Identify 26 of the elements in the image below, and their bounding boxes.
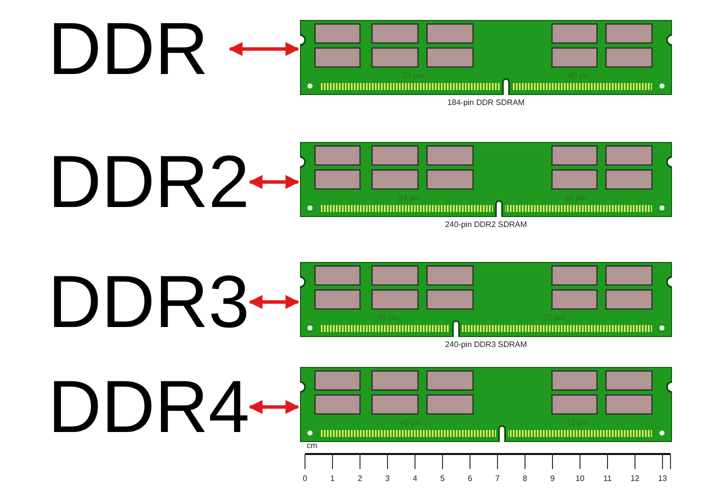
double-arrow xyxy=(248,400,300,414)
ruler-number: 3 xyxy=(385,474,390,483)
ruler-number: 6 xyxy=(468,474,472,483)
ruler-number: 5 xyxy=(440,474,445,483)
ruler-number: 4 xyxy=(412,474,418,483)
ruler-number: 10 xyxy=(576,474,584,483)
memory-type-label: DDR3 xyxy=(48,265,248,339)
ruler-number: 11 xyxy=(603,474,612,483)
ruler-number: 2 xyxy=(358,474,362,483)
module-caption: 240-pin DDR2 SDRAM xyxy=(445,220,527,229)
memory-type-label: DDR4 xyxy=(48,370,248,444)
memory-type-label: DDR xyxy=(48,12,228,86)
ruler-number: 0 xyxy=(302,474,308,483)
ruler-number: 7 xyxy=(495,474,500,483)
unit-label: cm xyxy=(306,441,318,450)
module-caption: 184-pin DDR SDRAM xyxy=(447,98,525,107)
ruler-number: 8 xyxy=(522,474,528,483)
module-caption: 240-pin DDR3 SDRAM xyxy=(445,340,527,349)
ruler-number: 13 xyxy=(658,474,667,483)
memory-type-label: DDR2 xyxy=(48,145,248,219)
ruler-number: 1 xyxy=(330,474,335,483)
double-arrow xyxy=(228,42,300,56)
ruler-number: 12 xyxy=(630,474,640,483)
double-arrow xyxy=(248,175,300,189)
ruler-number: 9 xyxy=(550,474,555,483)
double-arrow xyxy=(248,295,300,309)
